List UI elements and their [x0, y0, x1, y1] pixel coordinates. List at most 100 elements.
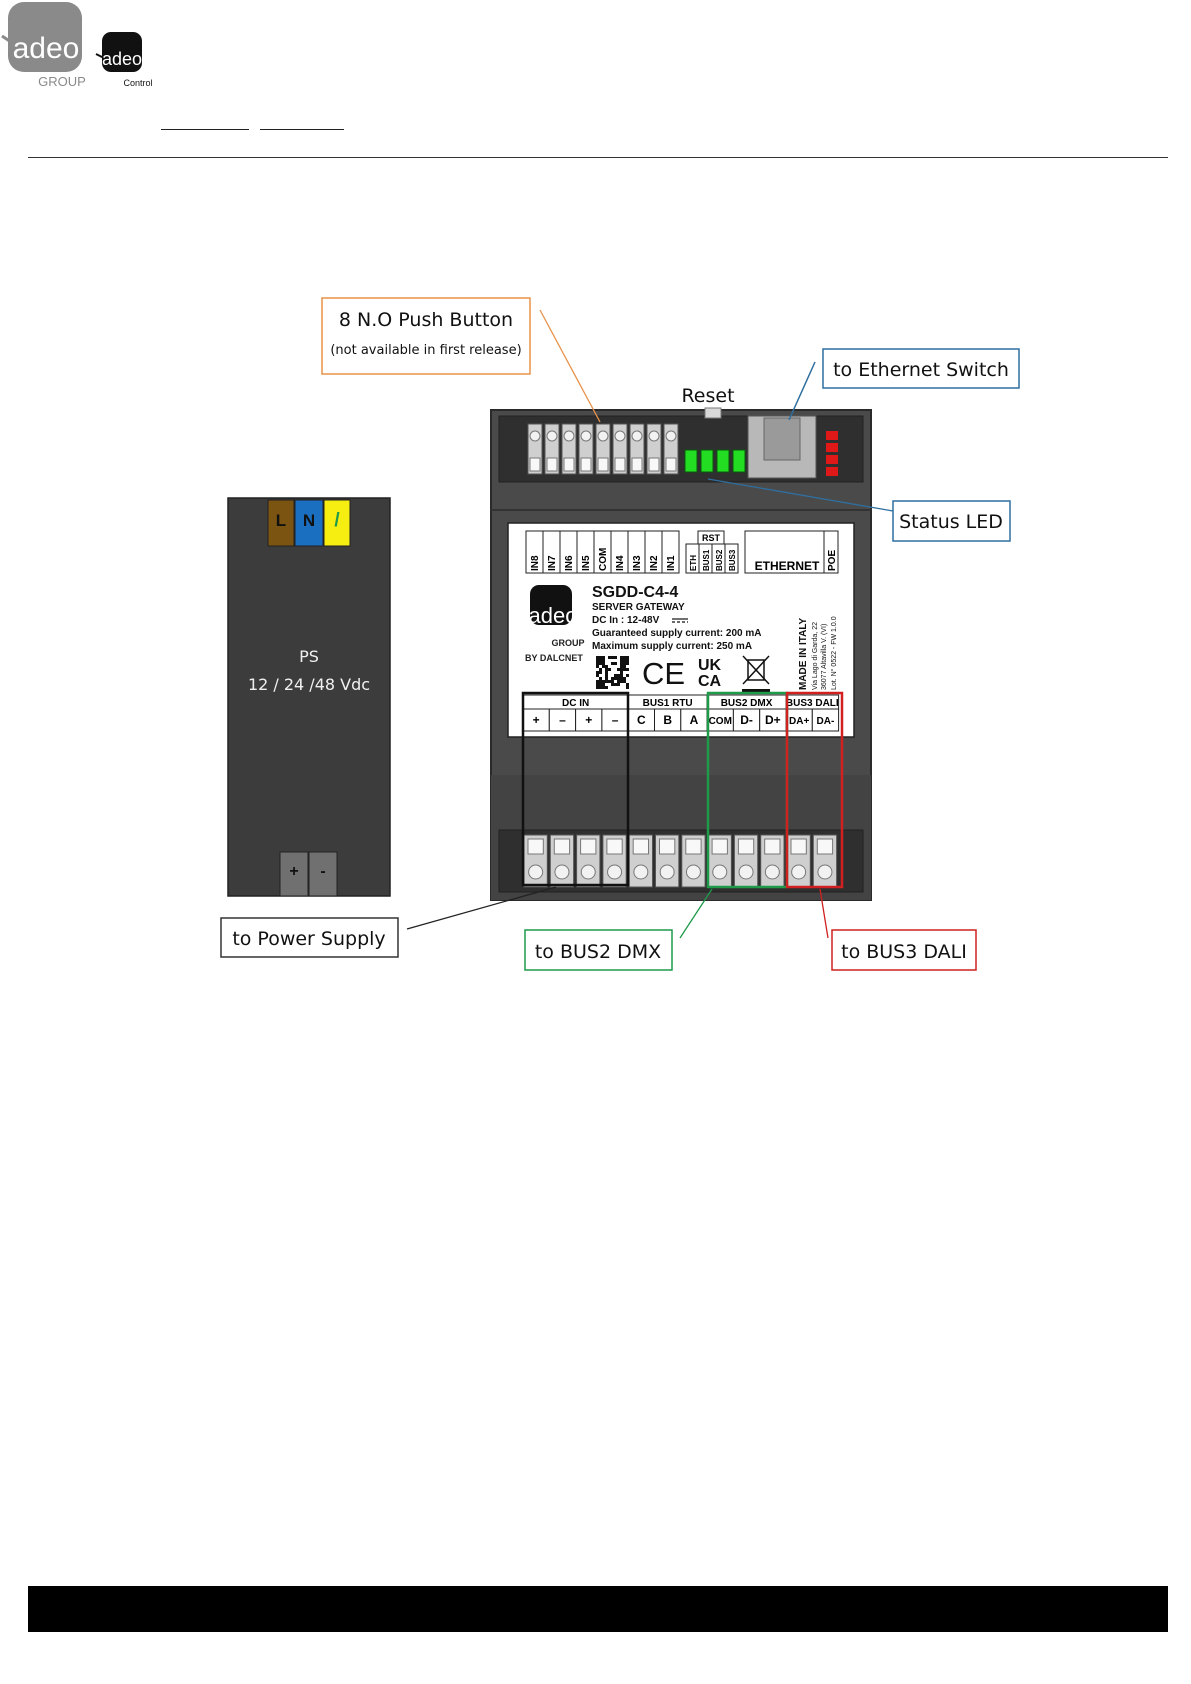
push-button-terminal — [578, 423, 594, 475]
ps-output-plus: + — [289, 863, 298, 880]
weee-icon — [742, 655, 770, 694]
push-button-terminal — [629, 423, 645, 475]
led-label: BUS3 — [728, 549, 737, 571]
group-name: BUS3 DALI — [786, 698, 839, 709]
ps-voltage: 12 / 24 /48 Vdc — [248, 675, 370, 694]
model-name: SGDD-C4-4 — [592, 584, 678, 601]
input-label: IN3 — [632, 555, 643, 571]
push-button-terminal — [595, 423, 611, 475]
pin-label-cell — [811, 708, 840, 732]
callout-bus3: to BUS3 DALI — [819, 888, 977, 971]
ukca-bottom: CA — [698, 673, 722, 690]
bottom-terminal — [812, 834, 838, 888]
input-label: IN4 — [615, 555, 626, 571]
guaranteed-current: Guaranteed supply current: 200 mA — [592, 628, 762, 639]
group-name: BUS2 DMX — [721, 698, 773, 709]
qr-code — [596, 656, 629, 689]
maximum-current: Maximum supply current: 250 mA — [592, 641, 752, 652]
power-supply: L N / PS 12 / 24 /48 Vdc + - — [227, 497, 391, 897]
push-button-terminals — [527, 423, 679, 475]
status-led — [716, 449, 730, 473]
callout-power-supply: to Power Supply — [220, 886, 557, 958]
address-line-1: Via Lago di Garda, 22 — [812, 622, 819, 690]
pin-label: – — [559, 713, 566, 727]
pin-label: D+ — [765, 713, 781, 727]
ethernet-port — [747, 415, 838, 479]
input-label: IN1 — [666, 555, 677, 571]
pin-label: A — [690, 713, 699, 727]
bus3-highlight — [785, 691, 844, 889]
address-line-2: 36077 Altavilla V. (VI) — [821, 624, 828, 690]
bottom-terminal — [628, 834, 654, 888]
header-underline-2 — [260, 129, 344, 130]
pin-label: D- — [740, 713, 753, 727]
push-button-terminal — [561, 423, 577, 475]
push-button-terminal — [646, 423, 662, 475]
plate-brand-group: GROUP — [551, 638, 584, 648]
status-led — [684, 449, 698, 473]
group-name: DC IN — [562, 698, 589, 709]
led-label: BUS2 — [715, 549, 724, 571]
dc-in-rating: DC In : 12-48V — [592, 615, 660, 626]
pin-label: + — [533, 713, 540, 727]
callout-bus2: to BUS2 DMX — [524, 888, 713, 971]
device-type: SERVER GATEWAY — [592, 602, 685, 613]
bottom-terminal — [707, 834, 732, 888]
made-in-italy: MADE IN ITALY — [798, 617, 809, 690]
bus3-label: to BUS3 DALI — [841, 941, 967, 963]
ethernet-switch-label: to Ethernet Switch — [833, 359, 1009, 381]
plate-brand: adeo — [529, 603, 578, 628]
bottom-terminal — [655, 834, 680, 888]
logo-left-wordmark: adeo — [13, 32, 80, 65]
footer-bar — [28, 1586, 1168, 1632]
bus2-label: to BUS2 DMX — [535, 941, 661, 963]
bottom-terminal — [681, 834, 706, 888]
reset-button — [704, 407, 722, 419]
header-underline-1 — [161, 129, 249, 130]
status-led — [732, 449, 746, 473]
push-button-note: (not available in first release) — [330, 343, 521, 358]
ps-terminal-pe: / — [334, 510, 340, 531]
adeo-group-logo: adeo GROUP — [1, 2, 86, 89]
ps-terminal-l: L — [276, 511, 286, 530]
led-label: ETH — [689, 555, 698, 571]
plate-by: BY DALCNET — [525, 653, 583, 663]
input-label: IN2 — [649, 555, 660, 571]
ps-terminal-n: N — [303, 511, 315, 530]
bottom-terminal — [576, 834, 601, 888]
bottom-terminal — [523, 834, 548, 888]
pin-label: COM — [709, 716, 732, 727]
ukca-top: UK — [698, 657, 722, 674]
pin-label: DA+ — [789, 716, 809, 727]
dc-in-highlight — [521, 691, 630, 887]
status-led-label: Status LED — [899, 511, 1003, 533]
ce-mark: CE — [642, 656, 685, 691]
lot-number: Lot. N° 0522 - FW 1.0.0 — [830, 616, 838, 690]
push-button-terminal — [527, 423, 543, 475]
ethernet-label: ETHERNET — [755, 559, 820, 573]
bottom-terminal — [549, 834, 575, 888]
header-rule — [28, 157, 1168, 158]
input-label-cell — [661, 530, 680, 574]
reset-label: Reset — [681, 385, 734, 407]
input-label: IN8 — [530, 555, 541, 571]
ps-label: PS — [299, 647, 319, 666]
pin-label: – — [612, 713, 619, 727]
bottom-terminals — [523, 834, 838, 888]
led-label: BUS1 — [702, 549, 711, 571]
push-button-terminal — [663, 423, 679, 475]
pin-label: DA- — [817, 716, 835, 727]
rst-label: RST — [702, 533, 721, 543]
pin-label: B — [663, 713, 672, 727]
led-label-cell — [724, 543, 739, 574]
logo-left-sub: GROUP — [38, 74, 86, 89]
logo-right-wordmark: adeo — [102, 49, 142, 69]
power-supply-label: to Power Supply — [232, 928, 385, 950]
bottom-terminal — [733, 834, 759, 888]
group-name: BUS1 RTU — [643, 698, 693, 709]
status-leds — [684, 449, 746, 473]
adeo-control-logo: adeo Control — [96, 32, 153, 88]
status-led — [700, 449, 714, 473]
